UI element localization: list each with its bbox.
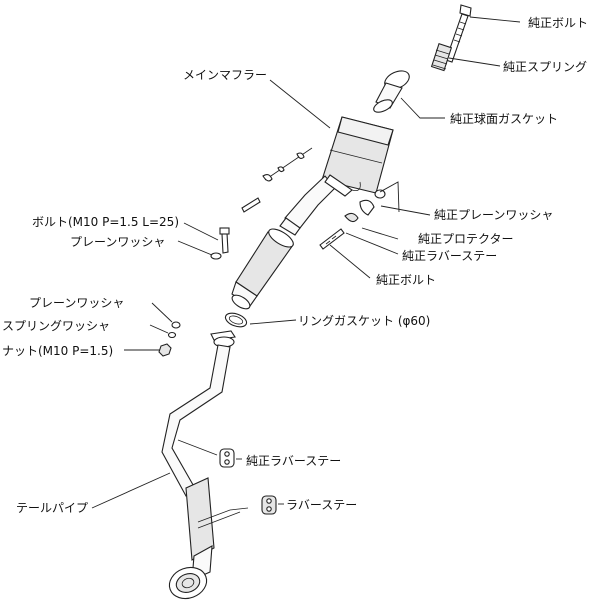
label-spring-washer: スプリングワッシャ bbox=[2, 319, 110, 333]
ring-gasket-part bbox=[224, 312, 248, 328]
label-oem-rubber-stay-lower: 純正ラバーステー bbox=[246, 454, 341, 468]
oem-bolt-top-part bbox=[445, 4, 472, 63]
label-ring-gasket: リングガスケット (φ60) bbox=[298, 314, 430, 328]
tail-flange-part bbox=[210, 330, 236, 348]
muffler-hanger-part bbox=[324, 174, 361, 197]
nut-washer-part bbox=[158, 321, 181, 357]
label-oem-rubber-stay: 純正ラバーステー bbox=[402, 249, 497, 263]
upper-hanger-part bbox=[241, 147, 313, 213]
label-oem-bolt-top: 純正ボルト bbox=[528, 16, 588, 30]
leader-lines bbox=[91, 16, 521, 509]
front-flange-part bbox=[373, 70, 410, 113]
label-bolt-spec: ボルト(M10 P=1.5 L=25) bbox=[32, 215, 179, 229]
label-plain-washer-top: プレーンワッシャ bbox=[70, 235, 165, 249]
label-oem-bolt: 純正ボルト bbox=[376, 273, 436, 287]
rubber-stay-part bbox=[261, 495, 277, 515]
label-oem-spherical-gasket: 純正球面ガスケット bbox=[450, 112, 558, 126]
bolt-washer-part bbox=[210, 227, 230, 260]
main-muffler-part bbox=[284, 116, 394, 229]
label-nut-spec: ナット(M10 P=1.5) bbox=[2, 344, 113, 358]
center-pipe-part bbox=[231, 217, 301, 310]
label-oem-spring: 純正スプリング bbox=[503, 60, 587, 74]
label-oem-protector: 純正プロテクター bbox=[418, 232, 514, 246]
label-rubber-stay: ラバーステー bbox=[286, 498, 357, 512]
label-oem-plain-washer: 純正プレーンワッシャ bbox=[434, 208, 553, 222]
label-plain-washer: プレーンワッシャ bbox=[29, 296, 124, 310]
oem-rubber-stay-lower-part bbox=[219, 448, 235, 468]
label-tail-pipe: テールパイプ bbox=[16, 501, 88, 515]
tail-pipe-part bbox=[161, 344, 249, 600]
right-hardware-part bbox=[319, 189, 386, 250]
oem-spring-part bbox=[430, 43, 453, 72]
label-main-muffler: メインマフラー bbox=[183, 68, 267, 82]
